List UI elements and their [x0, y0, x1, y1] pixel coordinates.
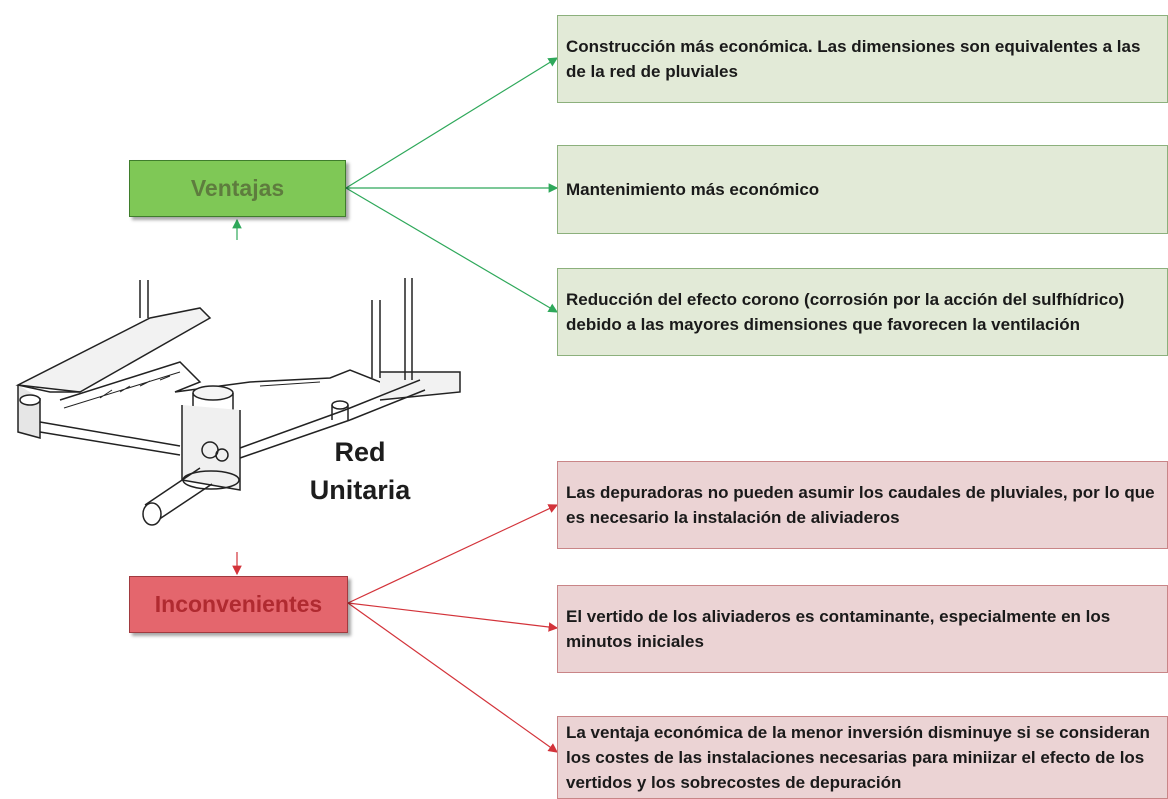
connector-ventajas-3: [345, 187, 559, 313]
advantage-text-1: Construcción más económica. Las dimensio…: [566, 37, 1141, 81]
connector-inconvenientes-2: [347, 602, 559, 632]
disadvantage-text-2: El vertido de los aliviaderos es contami…: [566, 607, 1111, 651]
hub-ventajas: Ventajas: [129, 160, 346, 217]
connector-inconvenientes-1: [347, 504, 559, 604]
connector-ventajas-1: [345, 57, 559, 189]
center-label: Red Unitaria: [300, 433, 420, 509]
hub-inconvenientes: Inconvenientes: [129, 576, 348, 633]
connector-inconvenientes-3: [347, 602, 558, 753]
disadvantage-box-1: Las depuradoras no pueden asumir los cau…: [557, 461, 1168, 549]
disadvantage-text-1: Las depuradoras no pueden asumir los cau…: [566, 483, 1155, 527]
center-label-line-1: Red: [334, 437, 386, 467]
disadvantage-box-3: La ventaja económica de la menor inversi…: [557, 716, 1168, 799]
advantage-box-1: Construcción más económica. Las dimensio…: [557, 15, 1168, 103]
advantage-text-3: Reducción del efecto corono (corrosión p…: [566, 290, 1125, 334]
disadvantage-text-3: La ventaja económica de la menor inversi…: [566, 723, 1150, 792]
disadvantage-box-2: El vertido de los aliviaderos es contami…: [557, 585, 1168, 673]
advantage-text-2: Mantenimiento más económico: [566, 180, 820, 199]
advantage-box-3: Reducción del efecto corono (corrosión p…: [557, 268, 1168, 356]
center-label-line-2: Unitaria: [309, 475, 411, 505]
advantage-box-2: Mantenimiento más económico: [557, 145, 1168, 234]
